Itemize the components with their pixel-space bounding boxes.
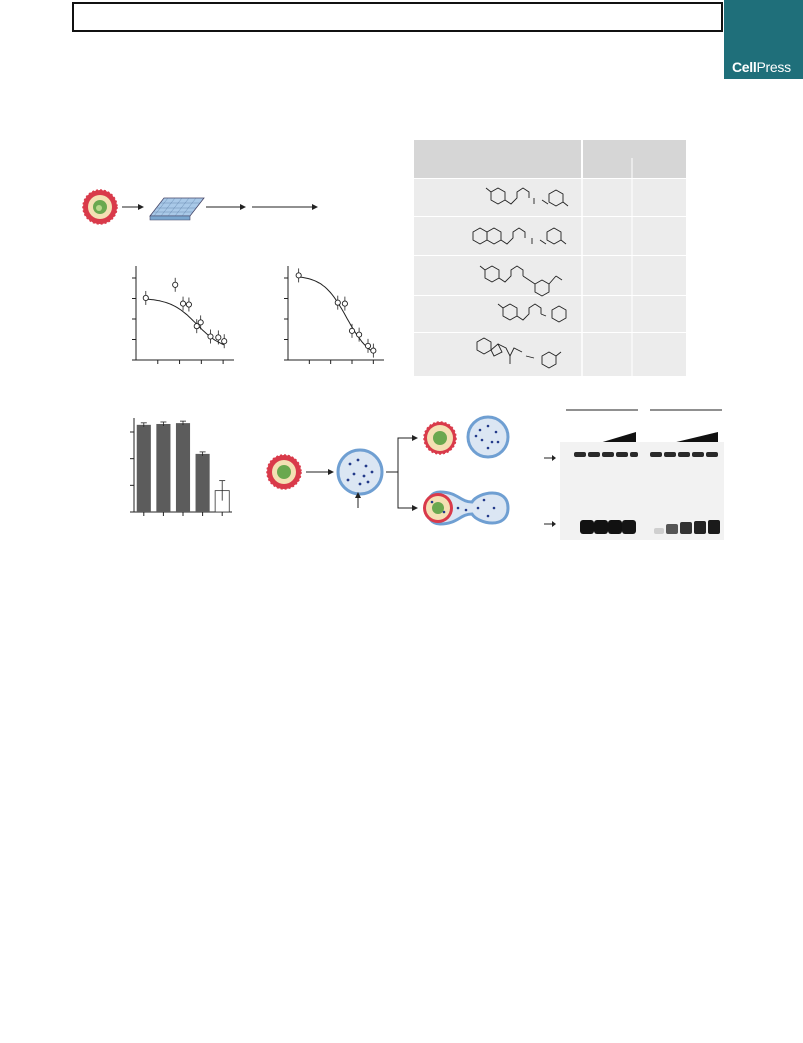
publisher-logo-text: CellPress xyxy=(732,59,791,75)
fit-curve xyxy=(298,276,374,353)
publisher-logo: CellPress xyxy=(724,0,803,79)
data-point xyxy=(215,334,222,341)
bar xyxy=(195,453,210,512)
chemical-structure-icons xyxy=(472,187,569,369)
vesicle-icon xyxy=(466,415,510,459)
table-row xyxy=(414,217,686,255)
data-point xyxy=(197,319,204,326)
table-row xyxy=(414,179,686,216)
data-point xyxy=(207,333,214,340)
data-point xyxy=(193,323,200,330)
table-header xyxy=(414,140,686,178)
virion-icon xyxy=(423,421,457,455)
bar xyxy=(156,423,171,512)
data-point xyxy=(364,342,372,349)
gel-bands xyxy=(574,452,720,534)
data-point xyxy=(341,300,348,307)
dose-response-chart-2 xyxy=(284,266,384,364)
vesicle-icon xyxy=(336,448,384,496)
arrow-icon xyxy=(355,435,418,511)
page-header-bar xyxy=(72,2,723,32)
virion-icon xyxy=(82,189,118,225)
table-row xyxy=(414,296,686,332)
table-row xyxy=(414,333,686,376)
data-point xyxy=(356,331,363,338)
data-point xyxy=(348,327,356,334)
arrow-icon xyxy=(122,204,144,210)
data-point xyxy=(179,300,187,307)
bar-chart xyxy=(130,418,232,516)
bar xyxy=(136,424,151,512)
data-point xyxy=(221,338,228,345)
bar xyxy=(175,423,191,512)
data-point xyxy=(142,294,149,302)
data-point xyxy=(295,272,302,279)
data-point xyxy=(185,301,192,308)
data-point xyxy=(172,281,179,288)
gel-blot-image xyxy=(544,409,724,540)
table-row xyxy=(414,256,686,295)
screening-schematic xyxy=(82,189,318,225)
table-rows xyxy=(414,179,686,376)
fused-particle-icon xyxy=(423,490,510,526)
data-point xyxy=(334,299,341,306)
well-plate-icon xyxy=(149,197,205,221)
arrow-icon xyxy=(206,204,318,210)
arrow-icon xyxy=(306,469,334,475)
arrow-icon xyxy=(544,455,556,527)
fusion-assay-schematic xyxy=(266,415,510,526)
gradient-wedge xyxy=(668,432,718,444)
dose-response-chart-1 xyxy=(132,266,234,364)
virion-icon xyxy=(266,454,302,490)
gradient-wedge xyxy=(596,432,636,444)
data-point xyxy=(370,347,377,354)
compound-table xyxy=(414,140,686,376)
